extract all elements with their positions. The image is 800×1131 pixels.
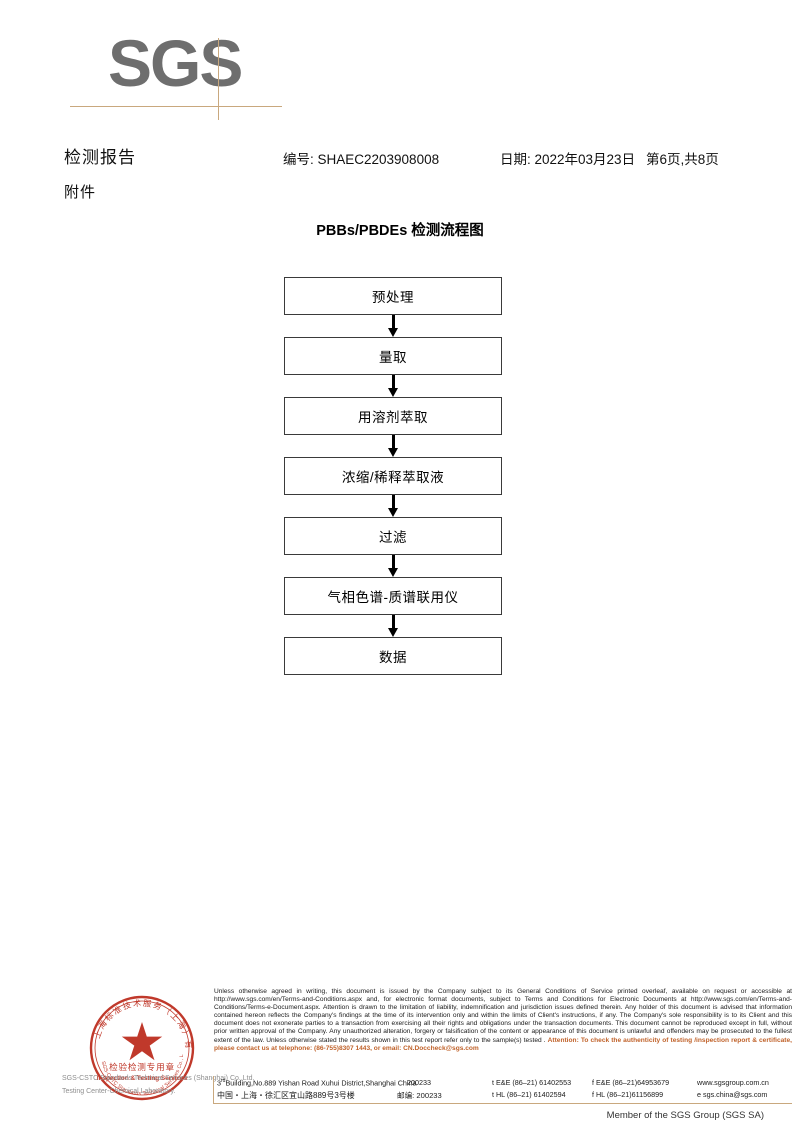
flow-step-7: 数据 <box>284 637 502 675</box>
legal-disclaimer: Unless otherwise agreed in writing, this… <box>214 988 792 1053</box>
seal-star-icon <box>121 1022 163 1061</box>
fax-ee: f E&E (86–21)64953679 <box>592 1078 670 1087</box>
legal-attention-note: Attention: To check the authenticity of … <box>214 1036 792 1052</box>
address-en: 3rdBuilding,No.889 Yishan Road Xuhui Dis… <box>217 1078 417 1088</box>
sgs-group-member-note: Member of the SGS Group (SGS SA) <box>606 1110 764 1121</box>
page-indicator: 第6页,共8页 <box>646 152 719 167</box>
legal-body: Unless otherwise agreed in writing, this… <box>214 988 792 1044</box>
flow-arrow-2 <box>284 375 502 397</box>
seal-center-cn: 检验检测专用章 <box>109 1061 175 1072</box>
report-date: 日期: 2022年03月23日 <box>500 152 636 167</box>
page-title: 检测报告 <box>64 148 136 167</box>
flow-arrow-4 <box>284 495 502 517</box>
flowchart: 预处理 量取 用溶剂萃取 浓缩/稀释萃取液 过滤 气相色谱-质谱联用仪 数据 <box>284 277 504 675</box>
page-subtitle: 附件 <box>64 184 97 201</box>
postal-code-en: 200233 <box>407 1078 431 1087</box>
footer-vertical-rule <box>213 1076 214 1104</box>
company-name-line-2: Testing Center-Chemical Laboratory. <box>62 1088 176 1095</box>
flowchart-title: PBBs/PBDEs 检测流程图 <box>316 223 484 239</box>
flow-step-6: 气相色谱-质谱联用仪 <box>284 577 502 615</box>
sgs-logo-text: SGS <box>108 26 243 100</box>
company-name-line-1: SGS-CSTC Standards Technical Services (S… <box>62 1075 255 1082</box>
footer-horizontal-rule <box>213 1103 792 1104</box>
flow-step-4: 浓缩/稀释萃取液 <box>284 457 502 495</box>
flow-arrow-1 <box>284 315 502 337</box>
website-link[interactable]: www.sgsgroup.com.cn <box>697 1078 769 1087</box>
flow-arrow-3 <box>284 435 502 457</box>
telephone-hl: t HL (86–21) 61402594 <box>492 1090 566 1099</box>
logo-vertical-rule <box>218 38 219 120</box>
flow-step-5: 过滤 <box>284 517 502 555</box>
fax-hl: f HL (86–21)61156899 <box>592 1090 664 1099</box>
postal-code-cn: 邮编: 200233 <box>397 1091 442 1100</box>
seal-center-en: Inspection & Testing Services <box>97 1075 188 1082</box>
telephone-ee: t E&E (86–21) 61402553 <box>492 1078 572 1087</box>
flow-arrow-5 <box>284 555 502 577</box>
flow-arrow-6 <box>284 615 502 637</box>
flow-step-1: 预处理 <box>284 277 502 315</box>
official-seal-stamp: 上海标准技术服务（上海）有限公司 SGS-CSTC Standards Tech… <box>86 992 195 1101</box>
flow-step-3: 用溶剂萃取 <box>284 397 502 435</box>
flow-step-2: 量取 <box>284 337 502 375</box>
address-cn: 中国・上海・徐汇区宜山路889号3号楼 <box>217 1091 355 1100</box>
address-ordinal-suffix: rd <box>221 1078 226 1084</box>
sgs-logo: SGS <box>70 30 288 126</box>
logo-horizontal-rule <box>70 106 282 107</box>
email-link[interactable]: e sgs.china@sgs.com <box>697 1090 768 1099</box>
report-number: 编号: SHAEC2203908008 <box>283 152 440 167</box>
